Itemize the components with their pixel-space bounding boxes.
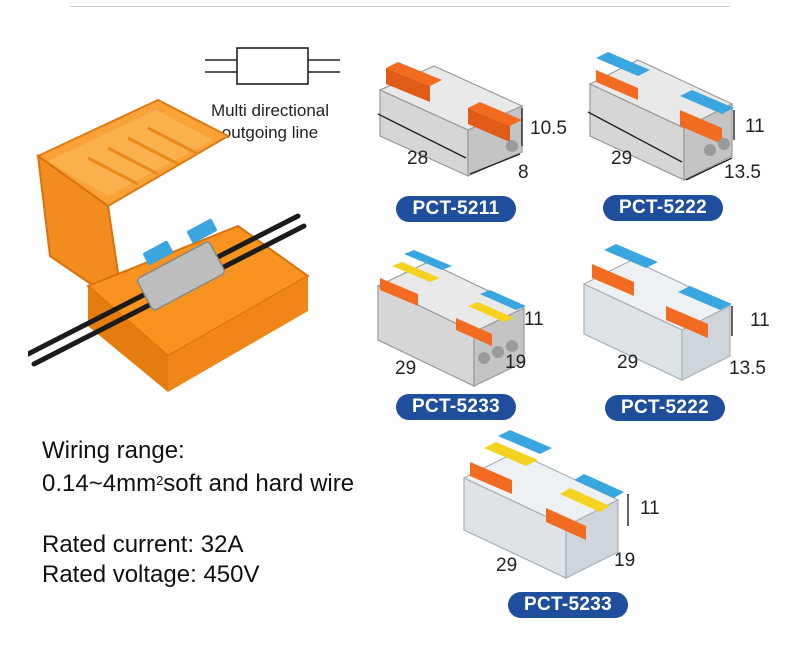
product-3-width: 19 xyxy=(505,352,527,373)
product-photo-2 xyxy=(587,52,735,181)
schematic-label-line1: Multi directional xyxy=(210,101,330,120)
product-2-width: 13.5 xyxy=(724,162,761,183)
product-1-model-badge: PCT-5211 xyxy=(396,196,516,222)
product-5-length: 29 xyxy=(496,555,518,576)
product-5-model-badge: PCT-5233 xyxy=(508,592,628,618)
schematic-label: Multi directional outgoing line xyxy=(196,100,344,144)
enclosure-photo xyxy=(28,98,310,392)
wiring-range-sup: 2 xyxy=(156,473,164,488)
product-5-height: 11 xyxy=(640,498,660,519)
product-1-length: 28 xyxy=(407,148,429,169)
product-photo-3 xyxy=(376,250,526,387)
schematic-label-line2: outgoing line xyxy=(221,123,319,142)
top-divider xyxy=(70,6,730,7)
wiring-range-suffix: soft and hard wire xyxy=(163,470,355,497)
product-photo-1 xyxy=(377,62,524,177)
product-2-length: 29 xyxy=(611,148,633,169)
product-4-height: 11 xyxy=(750,310,770,331)
product-4-width: 13.5 xyxy=(729,358,766,379)
rated-current: Rated current: 32A xyxy=(42,531,244,558)
product-4-model-badge: PCT-5222 xyxy=(605,395,725,421)
product-5-width: 19 xyxy=(614,550,636,571)
product-1-height: 10.5 xyxy=(530,118,567,139)
schematic-connector-icon xyxy=(205,47,340,85)
product-2-height: 11 xyxy=(745,116,765,137)
product-4-length: 29 xyxy=(617,352,639,373)
wiring-range-title: Wiring range: xyxy=(42,437,185,464)
product-1-width: 8 xyxy=(518,162,529,183)
product-3-model-badge: PCT-5233 xyxy=(396,394,516,420)
rated-voltage: Rated voltage: 450V xyxy=(42,561,260,588)
product-2-model-badge: PCT-5222 xyxy=(603,195,723,221)
product-photo-4 xyxy=(582,244,733,381)
product-3-height: 11 xyxy=(524,309,544,330)
wiring-range-value: 0.14~4mm2soft and hard wire xyxy=(42,466,354,499)
product-3-length: 29 xyxy=(395,358,417,379)
wiring-range-prefix: 0.14~4mm xyxy=(42,470,157,497)
product-photo-5 xyxy=(462,430,629,579)
